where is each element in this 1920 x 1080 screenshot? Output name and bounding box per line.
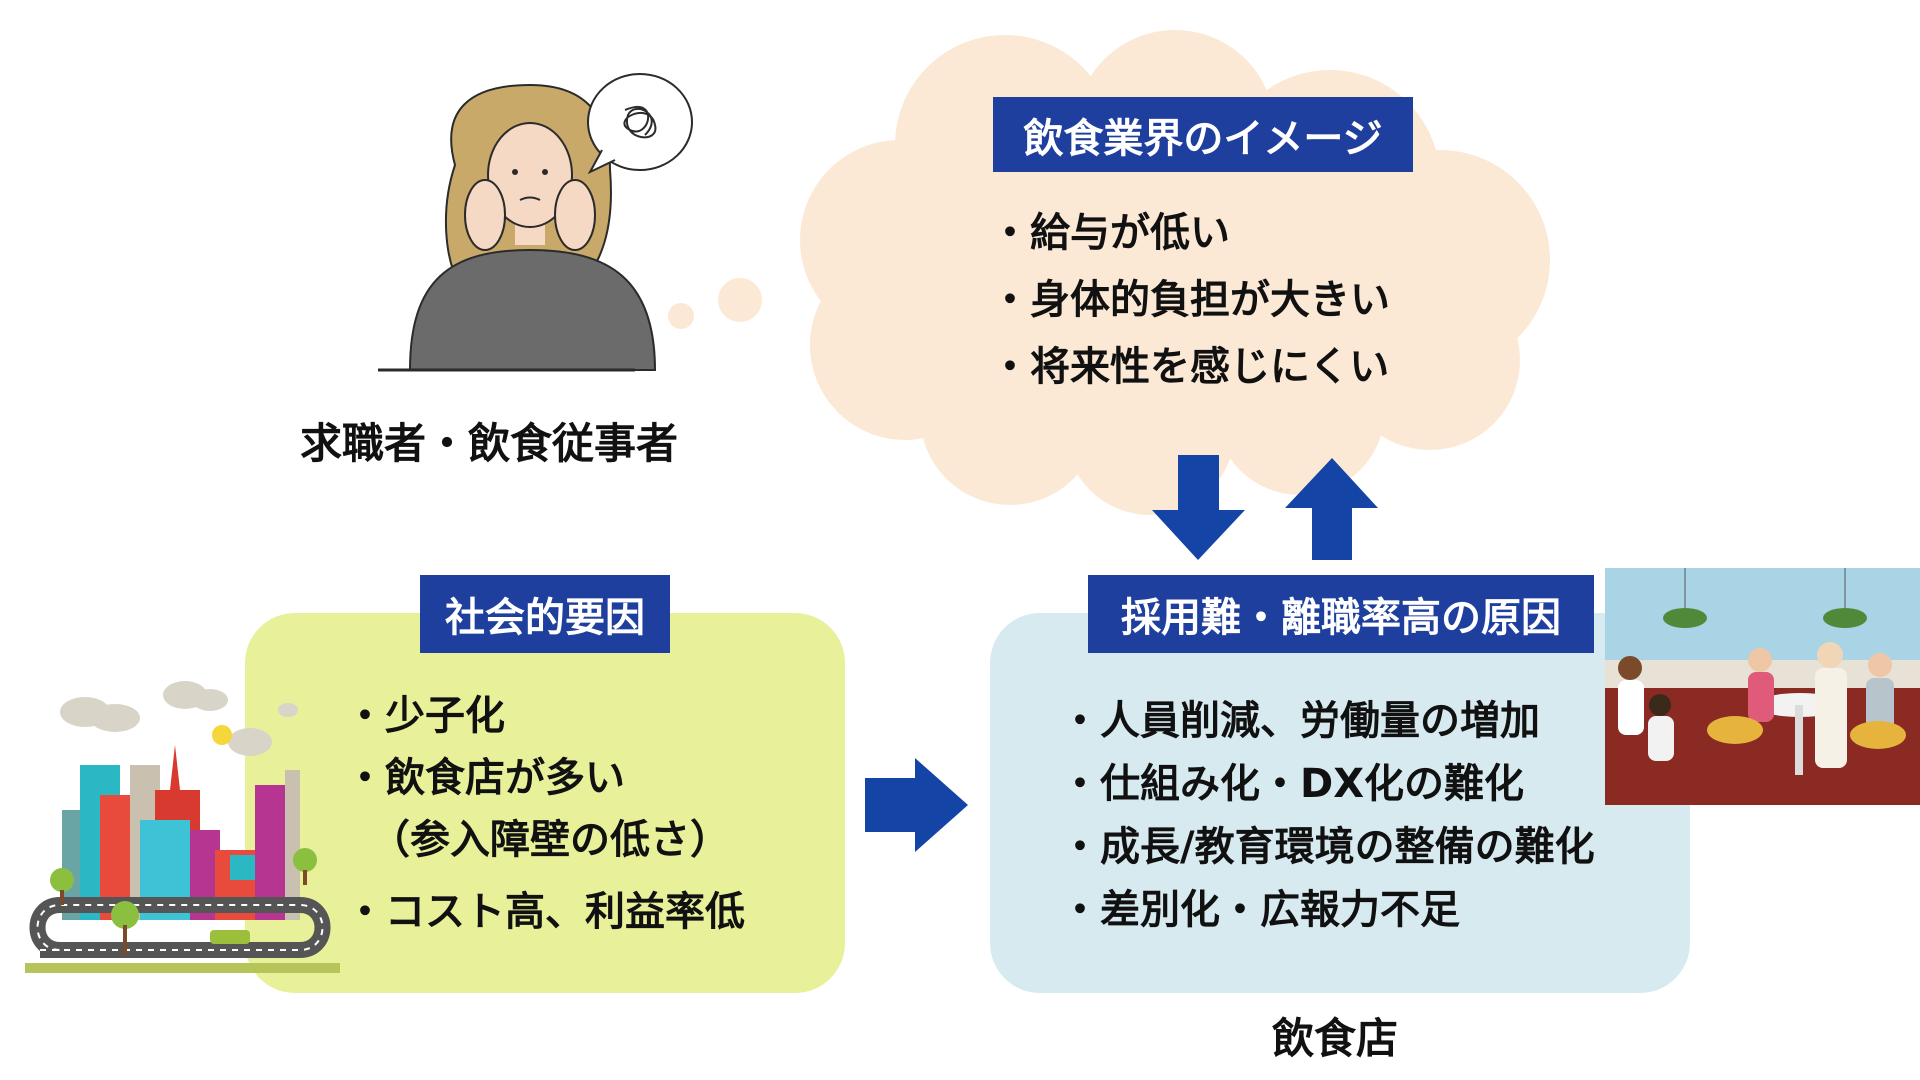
social-factors-box xyxy=(245,613,845,993)
social-factor-item: （参入障壁の低さ） xyxy=(370,817,730,863)
industry-image-item: ・将来性を感じにくい xyxy=(990,344,1390,390)
causes-box xyxy=(990,613,1690,993)
cause-item: ・差別化・広報力不足 xyxy=(1060,887,1460,933)
industry-image-title: 飲食業界のイメージ xyxy=(993,97,1413,172)
restaurant-caption: 飲食店 xyxy=(1272,1014,1399,1063)
arrow-right xyxy=(865,758,968,852)
industry-image-item: ・身体的負担が大きい xyxy=(990,277,1390,323)
social-factors-title: 社会的要因 xyxy=(420,575,670,653)
social-factor-item: ・飲食店が多い xyxy=(345,755,625,801)
thought-cloud xyxy=(800,30,1550,515)
social-factors-list: ・少子化 ・飲食店が多い （参入障壁の低さ） ・コスト高、利益率低 xyxy=(345,685,745,943)
thought-dot-medium xyxy=(668,303,694,329)
arrow-down xyxy=(1152,455,1245,560)
causes-title: 採用難・離職率高の原因 xyxy=(1088,575,1594,653)
arrow-up xyxy=(1285,458,1378,560)
restaurant-photo xyxy=(1605,568,1920,805)
cause-item: ・成長/教育環境の整備の難化 xyxy=(1060,824,1595,870)
social-factor-item: ・少子化 xyxy=(345,693,505,739)
causes-list: ・人員削減、労働量の増加 ・仕組み化・DX化の難化 ・成長/教育環境の整備の難化… xyxy=(1060,690,1595,942)
industry-image-item: ・給与が低い xyxy=(990,210,1230,256)
industry-image-list: ・給与が低い ・身体的負担が大きい ・将来性を感じにくい xyxy=(990,200,1390,401)
cause-item: ・人員削減、労働量の増加 xyxy=(1060,698,1540,744)
worried-person-illustration xyxy=(378,83,657,372)
social-factor-item: ・コスト高、利益率低 xyxy=(345,889,745,935)
cause-item: ・仕組み化・DX化の難化 xyxy=(1060,761,1525,807)
city-illustration xyxy=(25,681,340,973)
thought-dot-large xyxy=(718,278,762,322)
person-caption: 求職者・飲食従事者 xyxy=(300,419,679,468)
confused-thought-bubble xyxy=(587,73,693,175)
